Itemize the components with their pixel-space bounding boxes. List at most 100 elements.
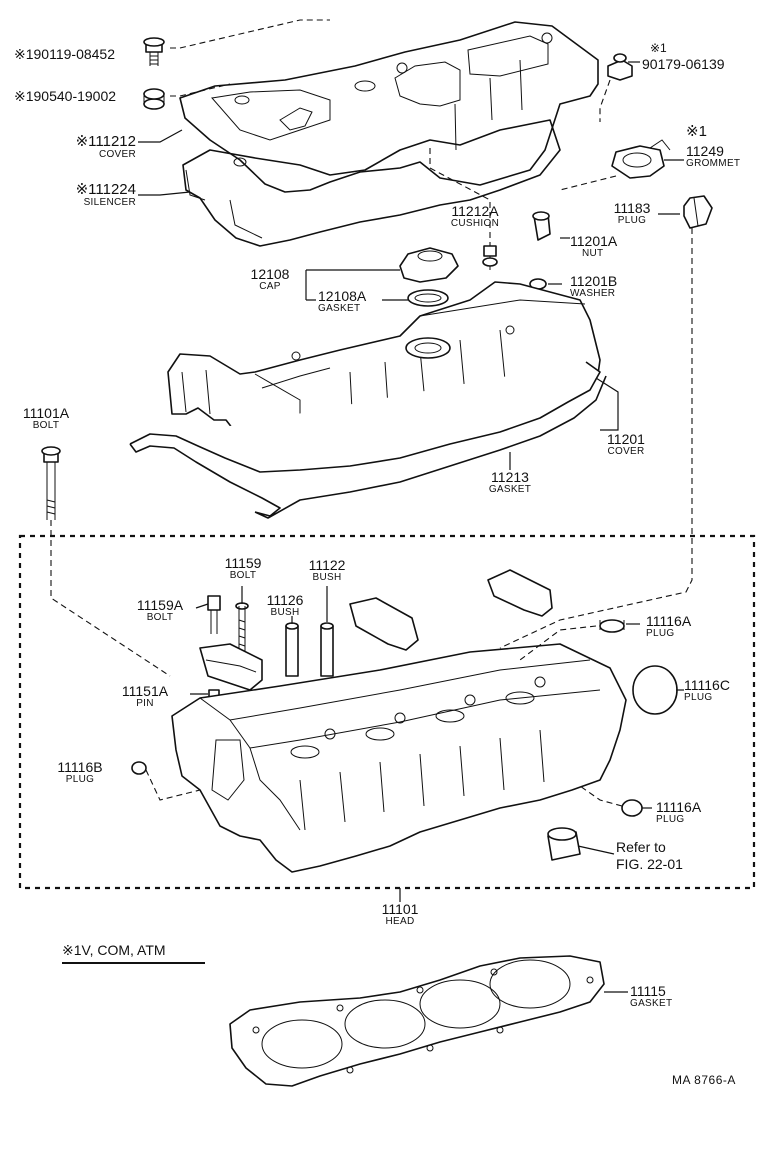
plug-11183-icon xyxy=(683,195,713,229)
part-number: 11249 xyxy=(686,143,724,159)
part-name: PLUG xyxy=(65,774,95,785)
part-number: 11101 xyxy=(381,901,419,917)
plug-11116A-top-icon xyxy=(599,619,625,633)
part-number: 11201 xyxy=(607,431,645,447)
label-11201: 11201 COVER xyxy=(607,432,645,457)
part-name: NUT xyxy=(582,248,604,259)
label-11249: 11249 GROMMET xyxy=(686,144,740,169)
label-111212: ※111212 COVER xyxy=(50,134,136,160)
bush-11122-icon xyxy=(320,622,334,677)
part-name: PLUG xyxy=(684,692,713,703)
head-bolt-11101A-icon xyxy=(41,446,61,520)
part-name: COVER xyxy=(607,446,645,457)
refer-line-1: Refer to xyxy=(616,839,666,855)
label-11122: 11122 BUSH xyxy=(309,558,346,583)
leader-11116B xyxy=(145,769,201,801)
label-11115: 11115 GASKET xyxy=(630,984,672,1009)
label-90179-mark: ※1 xyxy=(650,42,667,54)
part-number: ※111212 xyxy=(75,133,136,150)
part-name: PLUG xyxy=(646,628,675,639)
part-number: 11213 xyxy=(491,469,529,485)
part-number: ※111224 xyxy=(75,181,136,198)
part-name: CAP xyxy=(259,281,281,292)
label-11116A-bottom: 11116A PLUG xyxy=(656,800,701,825)
label-11151A: 11151A PIN xyxy=(122,684,168,709)
part-number: ※190540-19002 xyxy=(14,88,117,104)
option-mark: ※1 xyxy=(686,123,707,140)
note-underline xyxy=(62,962,205,964)
part-number: 11122 xyxy=(308,557,346,573)
label-11201B: 11201B WASHER xyxy=(570,274,617,299)
part-name: PLUG xyxy=(617,215,647,226)
label-190119: ※190119-08452 xyxy=(14,47,115,61)
part-name: SILENCER xyxy=(83,197,136,208)
part-name: BUSH xyxy=(312,572,342,583)
part-name: GASKET xyxy=(488,484,532,495)
grommet-190540-icon xyxy=(143,88,165,110)
cover-gasket-11213-shape xyxy=(129,361,607,519)
bolt-190119-icon xyxy=(143,37,165,66)
part-number: 11183 xyxy=(613,200,651,216)
label-90179: 90179-06139 xyxy=(642,57,725,71)
label-190540: ※190540-19002 xyxy=(14,89,116,103)
part-number: 11126 xyxy=(266,592,304,608)
part-number: 11116A xyxy=(646,613,692,629)
refer-line-2: FIG. 22-01 xyxy=(616,856,683,872)
leader-11183 xyxy=(499,228,693,649)
label-11249-mark: ※1 xyxy=(686,124,707,139)
option-mark: ※1 xyxy=(650,41,667,55)
leader-190119 xyxy=(170,19,330,49)
part-name: GASKET xyxy=(318,303,361,314)
bearing-cap-icon xyxy=(349,597,419,651)
leader-90179 xyxy=(599,79,611,122)
part-number: 11116B xyxy=(57,759,103,775)
label-12108: 12108 CAP xyxy=(251,267,290,292)
leader-11101A xyxy=(50,520,171,677)
cylinder-head-11101 xyxy=(171,643,627,873)
part-number: 11159 xyxy=(224,555,262,571)
leader-11116A-top xyxy=(519,625,597,661)
part-name: WASHER xyxy=(570,288,616,299)
plug-11116B-icon xyxy=(131,761,147,775)
part-number: 11212A xyxy=(451,203,499,219)
part-number: 11116A xyxy=(656,799,702,815)
part-name: CUSHION xyxy=(450,218,500,229)
part-number: 12108A xyxy=(318,288,367,304)
label-11101A: 11101A BOLT xyxy=(23,406,69,431)
bearing-cap-icon xyxy=(487,569,553,617)
label-11213: 11213 GASKET xyxy=(489,470,531,495)
label-11116C: 11116C PLUG xyxy=(684,678,730,703)
head-assembly-frame xyxy=(18,534,756,890)
leader-11116A-bot xyxy=(579,785,623,807)
label-11159: 11159 BOLT xyxy=(225,556,262,581)
bolt-11159-icon xyxy=(235,602,249,654)
applicability-note: ※1V, COM, ATM xyxy=(62,942,166,958)
part-name: BOLT xyxy=(146,612,174,623)
silencer-shape xyxy=(182,119,561,247)
refer-note: Refer to FIG. 22-01 xyxy=(616,840,683,871)
part-name: BOLT xyxy=(32,420,60,431)
plug-11116A-bottom-icon xyxy=(621,799,643,817)
label-11201A: 11201A NUT xyxy=(570,234,617,259)
bearing-cap-icon xyxy=(199,643,263,691)
cushion-11212A-icon xyxy=(482,245,498,270)
part-name: PLUG xyxy=(656,814,685,825)
part-name: COVER xyxy=(98,149,136,160)
oil-cap-12108-icon xyxy=(399,247,459,283)
nut-11201A-icon xyxy=(532,211,551,241)
part-name: HEAD xyxy=(385,916,415,927)
part-number: ※190119-08452 xyxy=(14,46,116,62)
part-number: 11115 xyxy=(630,983,666,999)
part-number: 12108 xyxy=(250,266,290,282)
label-11116B: 11116B PLUG xyxy=(57,760,102,785)
label-11159A: 11159A BOLT xyxy=(137,598,183,623)
label-11126: 11126 BUSH xyxy=(267,593,304,618)
part-number: 11101A xyxy=(22,405,70,421)
label-111224: ※111224 SILENCER xyxy=(36,182,136,208)
leader-190540 xyxy=(170,83,231,97)
sensor-plug-icon xyxy=(547,827,581,861)
nut-90179-icon xyxy=(607,53,633,81)
label-11116A-top: 11116A PLUG xyxy=(646,614,691,639)
part-number: 11159A xyxy=(136,597,184,613)
